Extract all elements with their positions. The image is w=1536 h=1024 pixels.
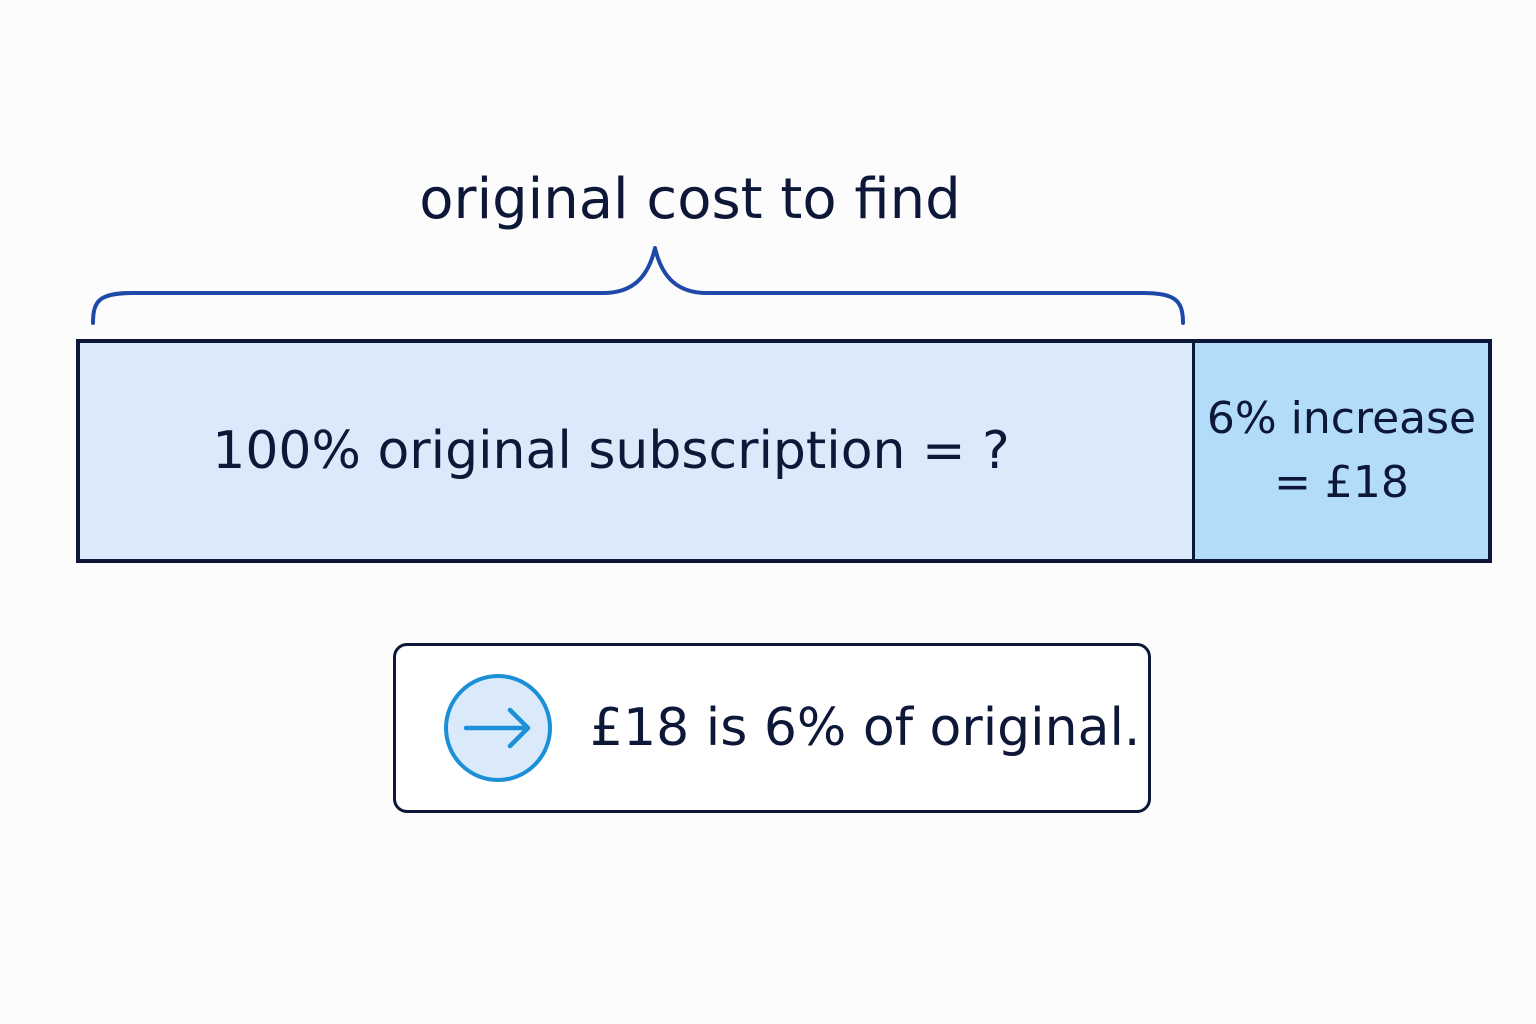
original-subscription-label: 100% original subscription = ?	[212, 421, 1010, 481]
arrow-right-icon	[444, 674, 552, 782]
increase-label: 6% increase	[1206, 393, 1477, 444]
increase-value: = £18	[1274, 457, 1409, 508]
callout-text: £18 is 6% of original.	[590, 698, 1141, 758]
curly-brace	[91, 246, 1185, 325]
bar-model: 100% original subscription = ? 6% increa…	[76, 339, 1492, 563]
increase-segment: 6% increase = £18	[1195, 343, 1488, 559]
original-subscription-segment: 100% original subscription = ?	[80, 343, 1195, 559]
callout-box: £18 is 6% of original.	[393, 643, 1151, 813]
brace-label: original cost to find	[419, 167, 961, 232]
